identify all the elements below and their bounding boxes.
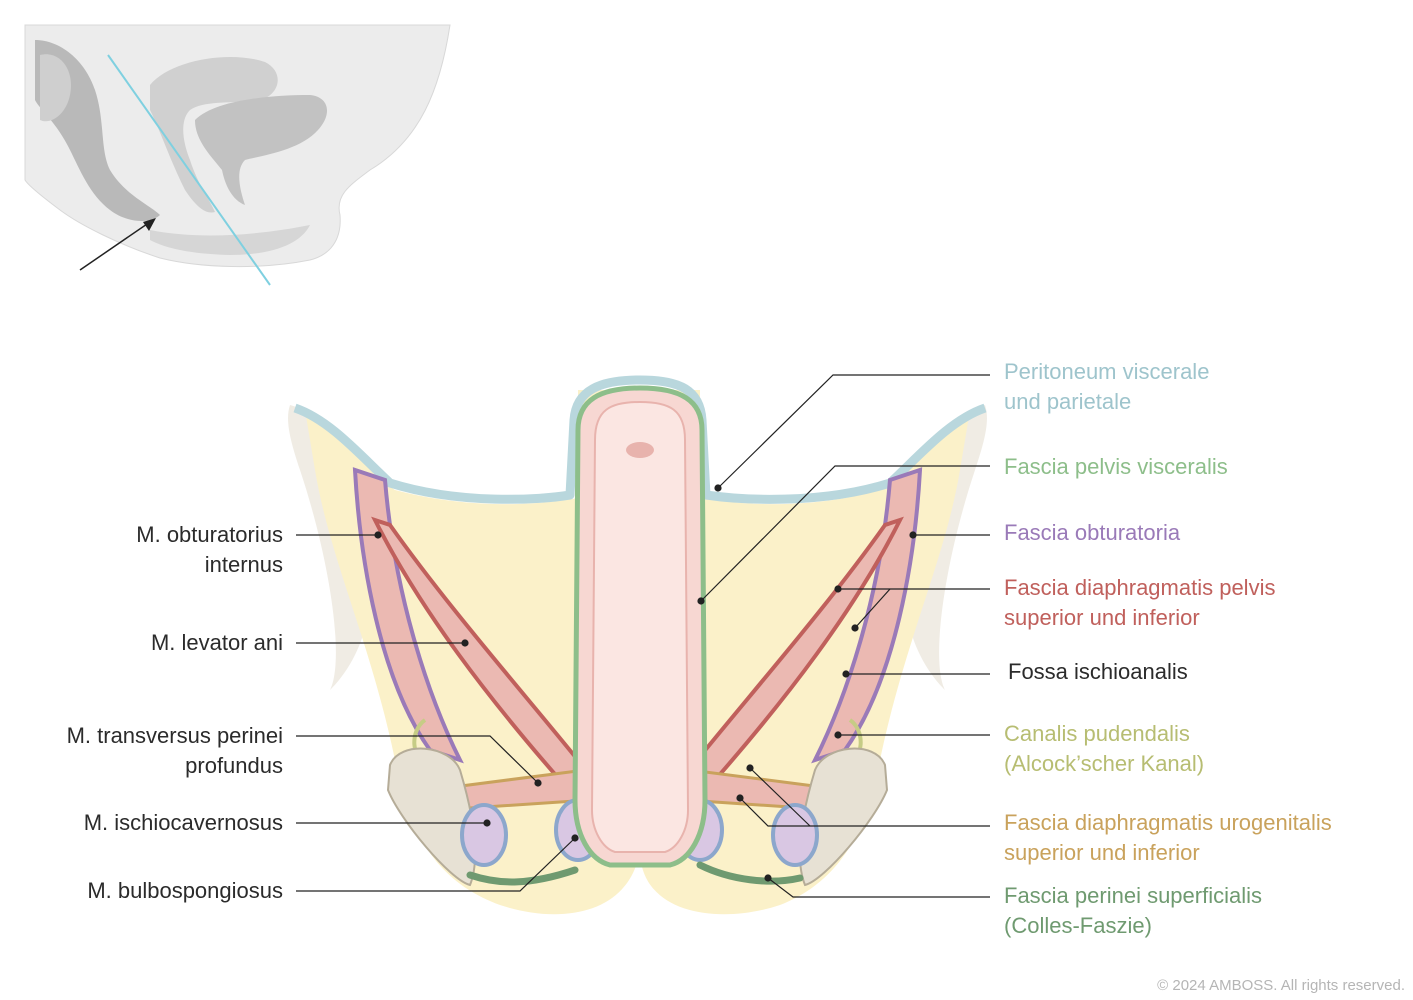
- leader-urogenitalis: [739, 797, 990, 827]
- label-line: superior und inferior: [1004, 605, 1200, 630]
- label-line: Fascia perinei superficialis: [1004, 883, 1262, 908]
- label-line: M. levator ani: [150, 630, 283, 655]
- label-peritoneum: Peritoneum viscerale und parietale: [1004, 357, 1209, 417]
- leader-diaphragmatis-pelvis-2: [854, 588, 891, 629]
- left-leaders: [296, 531, 579, 892]
- obturator-internus-right: [811, 467, 923, 764]
- label-line: internus: [204, 552, 283, 577]
- label-line: M. ischiocavernosus: [83, 810, 283, 835]
- label-line: Fascia diaphragmatis urogenitalis: [1004, 810, 1332, 835]
- label-fossa-ischioanalis: Fossa ischioanalis: [1008, 657, 1188, 687]
- label-line: Fascia diaphragmatis pelvis: [1004, 575, 1276, 600]
- inset-view-arrow-line: [79, 221, 151, 271]
- label-fascia-urogenitalis: Fascia diaphragmatis urogenitalis superi…: [1004, 808, 1332, 868]
- label-line: (Alcock’scher Kanal): [1004, 751, 1205, 776]
- label-line: M. bulbospongiosus: [87, 878, 283, 903]
- label-line: profundus: [185, 753, 283, 778]
- label-ischiocavernosus: M. ischiocavernosus: [84, 808, 283, 838]
- label-line: M. transversus perinei: [66, 723, 283, 748]
- right-leaders: [697, 374, 990, 898]
- label-line: (Colles-Faszie): [1004, 913, 1152, 938]
- leader-transversus: [296, 735, 539, 784]
- inset-bladder-shape: [195, 95, 328, 205]
- label-fascia-pelvis-visceralis: Fascia pelvis visceralis: [1004, 452, 1228, 482]
- rectum-opening: [626, 442, 654, 458]
- leader-urogenitalis-2: [749, 767, 811, 827]
- label-obturatorius-internus: M. obturatorius internus: [136, 520, 283, 580]
- inset-sacrum-shape: [40, 54, 71, 122]
- colles-fascia-right: [696, 861, 804, 885]
- label-line: M. obturatorius: [136, 522, 283, 547]
- label-bulbospongiosus: M. bulbospongiosus: [87, 876, 283, 906]
- coronal-section: [288, 375, 987, 915]
- inset-view-arrowhead: [143, 218, 156, 231]
- leader-bulbospongiosus: [296, 837, 576, 892]
- label-transversus-perinei: M. transversus perinei profundus: [67, 721, 283, 781]
- ischiocavernosus-right: [771, 803, 819, 867]
- label-fascia-diaphragmatis-pelvis: Fascia diaphragmatis pelvis superior und…: [1004, 573, 1275, 633]
- label-line: Fascia pelvis visceralis: [1004, 454, 1228, 479]
- leader-peritoneum: [717, 374, 990, 489]
- inset-perineum-shape: [150, 225, 310, 255]
- inset-section-plane-line: [107, 54, 271, 286]
- label-levator-ani: M. levator ani: [151, 628, 283, 658]
- label-line: Fascia obturatoria: [1004, 520, 1181, 545]
- inset-uterus-shape: [150, 56, 278, 213]
- copyright-notice: © 2024 AMBOSS. All rights reserved.: [1157, 977, 1405, 994]
- label-line: Peritoneum viscerale: [1004, 359, 1210, 384]
- label-line: Canalis pudendalis: [1004, 721, 1190, 746]
- label-fascia-obturatoria: Fascia obturatoria: [1004, 518, 1180, 548]
- colles-fascia-left: [466, 866, 579, 886]
- obturator-internus-left: [352, 467, 464, 764]
- leader-colles: [767, 877, 990, 898]
- sagittal-inset: [24, 24, 451, 286]
- label-fascia-perinei-superficialis: Fascia perinei superficialis (Colles-Fas…: [1004, 881, 1262, 941]
- label-line: und parietale: [1004, 389, 1132, 414]
- label-canalis-pudendalis: Canalis pudendalis (Alcock’scher Kanal): [1004, 719, 1204, 779]
- ischiocavernosus-left: [460, 803, 508, 867]
- rectum-lumen: [590, 400, 690, 853]
- label-line: superior und inferior: [1004, 840, 1200, 865]
- leader-pelvis-visceralis: [700, 465, 990, 602]
- label-line: Fossa ischioanalis: [1008, 659, 1188, 684]
